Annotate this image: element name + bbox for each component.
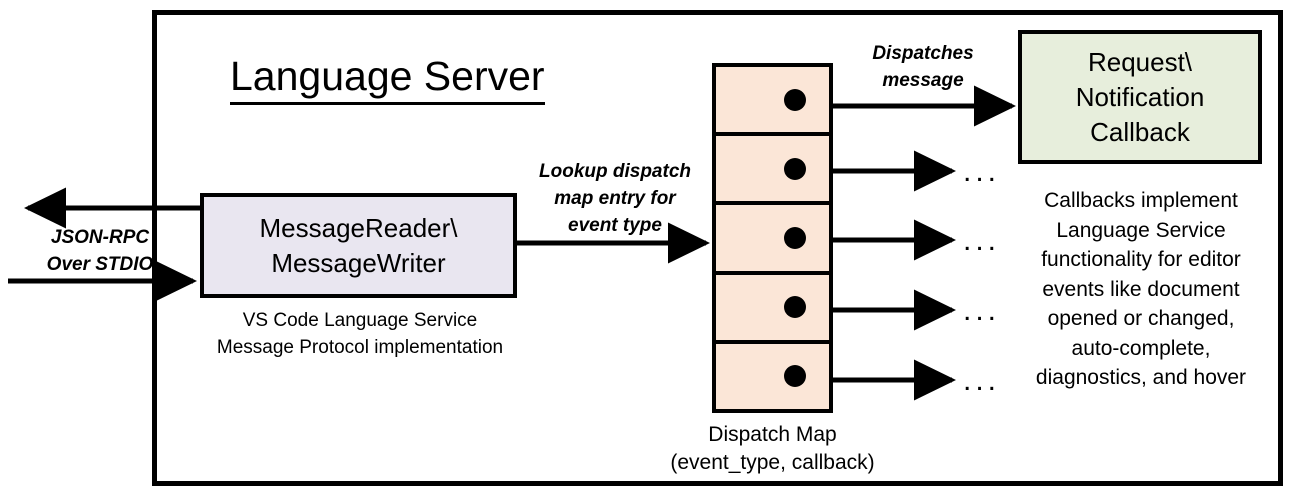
dispatches-message-label: Dispatches message (838, 40, 1008, 94)
stdio-transport-label-line2: Over STDIO (46, 254, 154, 275)
ellipsis-row-2: ... (963, 155, 1001, 188)
request-notification-callback-box[interactable]: Request\ Notification Callback (1018, 30, 1262, 164)
callback-description: Callbacks implement Language Service fun… (1008, 186, 1274, 393)
stdio-transport-label-line1: JSON-RPC (50, 227, 150, 248)
dispatch-entry-dot-icon (784, 296, 806, 319)
reader-caption-line2: Message Protocol implementation (216, 337, 504, 358)
dispatch-entry-dot-icon (784, 227, 806, 249)
callback-caption-line6: auto-complete, (1071, 336, 1211, 360)
dispatch-map-row-2[interactable] (716, 136, 829, 206)
message-reader-writer-box[interactable]: MessageReader\ MessageWriter (200, 193, 517, 298)
stdio-transport-label: JSON-RPC Over STDIO (25, 224, 175, 278)
dispatch-entry-dot-icon (784, 157, 806, 180)
ellipsis-row-4: ... (963, 294, 1001, 327)
language-server-frame (152, 10, 1283, 486)
callback-caption-line1: Callbacks implement (1044, 189, 1238, 212)
message-reader-label: MessageReader\ (259, 212, 458, 243)
dispatches-label-line1: Dispatches (872, 43, 974, 64)
dispatch-entry-dot-icon (784, 88, 806, 111)
dispatch-map-caption-line2: (event_type, callback) (670, 451, 875, 474)
dispatch-map-caption: Dispatch Map (event_type, callback) (645, 421, 900, 477)
message-reader-writer-caption: VS Code Language Service Message Protoco… (195, 307, 525, 361)
lookup-label-line1: Lookup dispatch (539, 161, 691, 182)
dispatch-map-row-1[interactable] (716, 67, 829, 137)
dispatch-map-table[interactable] (712, 63, 833, 413)
callback-title-line3: Callback (1090, 116, 1190, 147)
dispatch-map-caption-line1: Dispatch Map (708, 423, 837, 446)
callback-title-line1: Request\ (1087, 46, 1193, 77)
dispatch-entry-dot-icon (784, 365, 806, 388)
ellipsis-row-3: ... (963, 224, 1001, 257)
lookup-dispatch-label: Lookup dispatch map entry for event type (520, 158, 710, 239)
reader-caption-line1: VS Code Language Service (242, 310, 478, 331)
ellipsis-row-5: ... (963, 364, 1001, 397)
dispatch-map-row-5[interactable] (716, 343, 829, 410)
page-title: Language Server (230, 52, 545, 105)
callback-caption-line3: functionality for editor (1041, 248, 1241, 271)
dispatches-label-line2: message (882, 70, 964, 91)
callback-caption-line5: opened or changed, (1047, 307, 1235, 330)
dispatch-map-row-4[interactable] (716, 274, 829, 344)
callback-caption-line7: diagnostics, and hover (1035, 366, 1247, 389)
callback-caption-line2: Language Service (1056, 218, 1226, 242)
callback-title-line2: Notification (1075, 81, 1205, 112)
message-writer-label: MessageWriter (271, 247, 446, 278)
callback-caption-line4: events like document (1042, 277, 1240, 301)
lookup-label-line3: event type (568, 215, 662, 236)
lookup-label-line2: map entry for (554, 188, 676, 209)
dispatch-map-row-3[interactable] (716, 205, 829, 275)
